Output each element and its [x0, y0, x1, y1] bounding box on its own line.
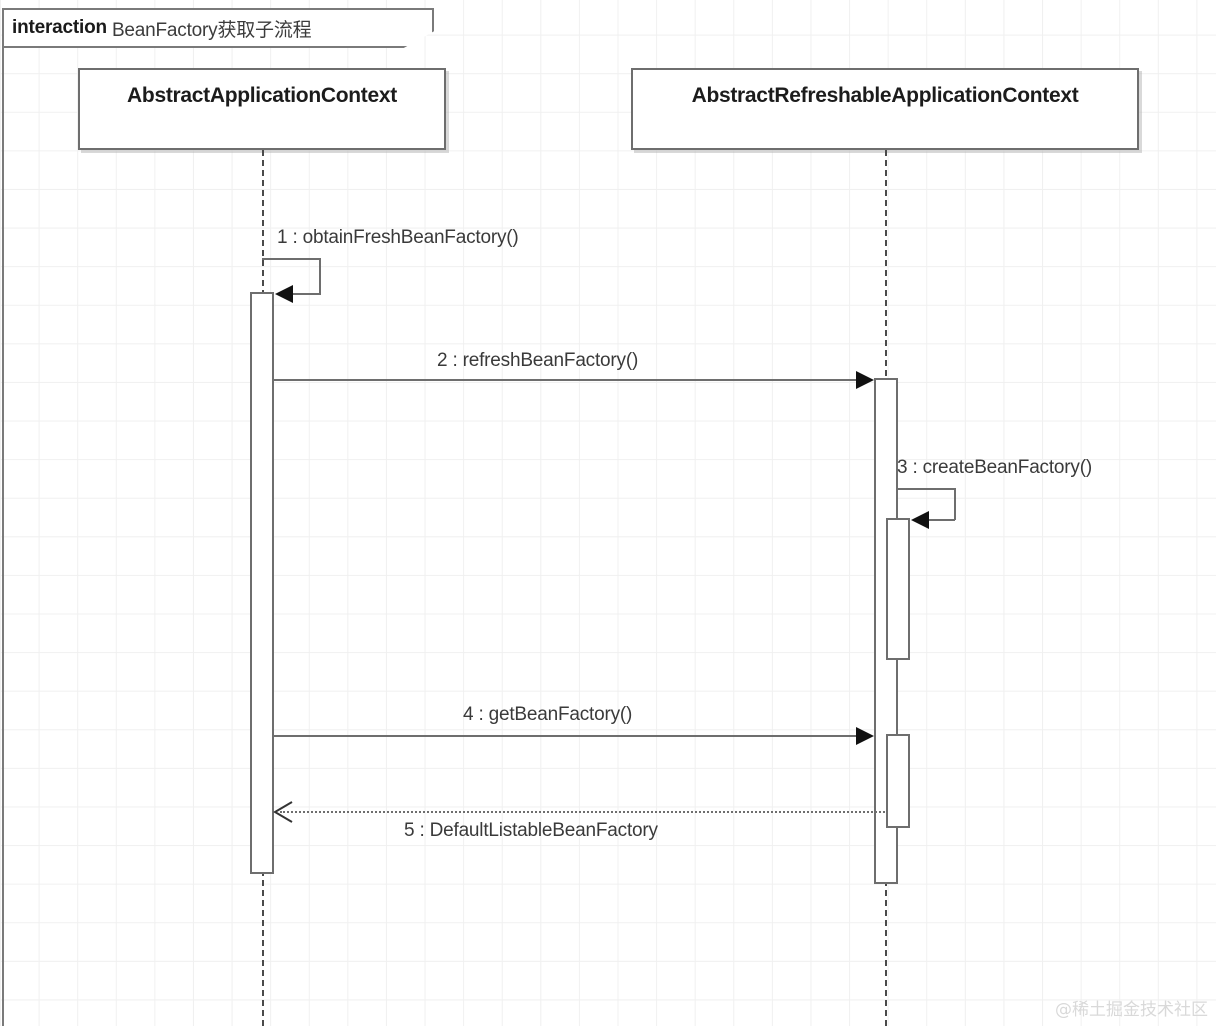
message-label-3: 3 : createBeanFactory(): [897, 457, 1092, 478]
message-label-2: 2 : refreshBeanFactory(): [437, 350, 639, 371]
lifeline-label-abstract-application-context: AbstractApplicationContext: [127, 84, 397, 107]
activation-bar-get-bean-factory: [886, 734, 910, 828]
message-label-4: 4 : getBeanFactory(): [463, 704, 633, 725]
message-1-arrowhead: [275, 285, 293, 303]
lifeline-label-abstract-refreshable-application-context: AbstractRefreshableApplicationContext: [691, 84, 1079, 107]
message-label-1: 1 : obtainFreshBeanFactory(): [277, 227, 519, 248]
watermark-label: @稀土掘金技术社区: [1055, 1000, 1208, 1020]
message-1-line-right: [319, 258, 321, 294]
message-4-arrowhead: [856, 727, 874, 745]
message-2-arrowhead: [856, 371, 874, 389]
message-5-arrowhead: [272, 800, 294, 824]
frame-left-border: [2, 8, 4, 1026]
activation-bar-create-bean-factory: [886, 518, 910, 660]
message-3-line-top: [897, 488, 955, 490]
message-1-line-top: [262, 258, 320, 260]
activation-bar-abstract-application-context: [250, 292, 274, 874]
message-4-line: [274, 735, 866, 737]
lifeline-head-abstract-refreshable-application-context[interactable]: AbstractRefreshableApplicationContext: [631, 68, 1139, 150]
message-label-5: 5 : DefaultListableBeanFactory: [404, 820, 658, 841]
message-3-line-right: [954, 488, 956, 520]
frame-keyword-label: interaction: [12, 17, 107, 38]
message-3-line-bottom: [921, 519, 955, 521]
message-2-line: [274, 379, 866, 381]
frame-title-label: BeanFactory获取子流程: [111, 19, 312, 41]
interaction-frame-header: interaction BeanFactory获取子流程: [2, 8, 434, 48]
message-5-line: [280, 811, 885, 813]
lifeline-head-abstract-application-context[interactable]: AbstractApplicationContext: [78, 68, 446, 150]
message-1-line-bottom: [285, 293, 321, 295]
message-3-arrowhead: [911, 511, 929, 529]
